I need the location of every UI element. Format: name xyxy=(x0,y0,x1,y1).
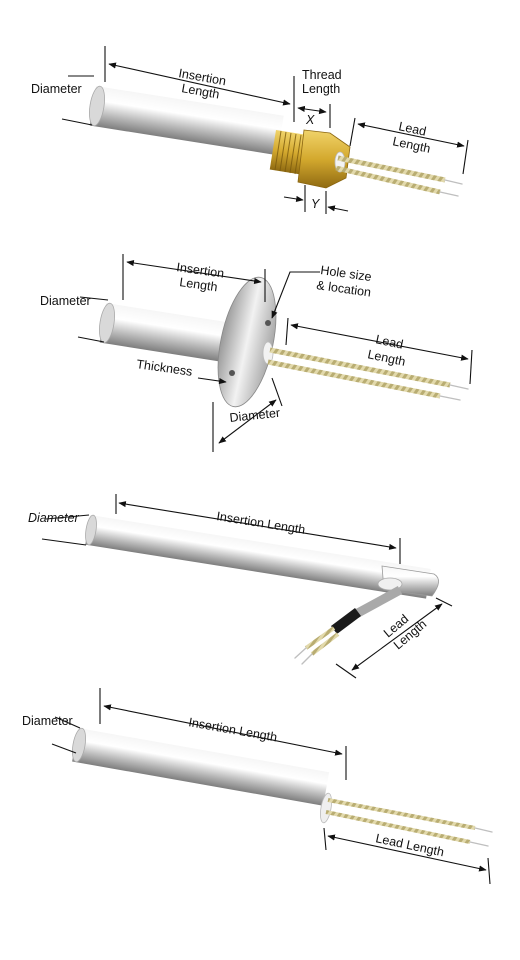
label-flange-diameter: Diameter xyxy=(229,406,281,425)
dimension-y xyxy=(283,185,349,214)
label-diameter: Diameter xyxy=(22,714,73,728)
label-insertion-length: Insertion Length xyxy=(187,715,278,744)
dimension-diameter xyxy=(41,514,90,546)
lead-wires xyxy=(335,155,463,197)
dimension-diameter xyxy=(61,75,94,126)
flange-hole xyxy=(229,370,235,376)
label-thread: Thread xyxy=(302,68,342,82)
dimension-thickness xyxy=(197,377,227,385)
dimension-diameter xyxy=(51,716,81,754)
heater-straight: Diameter Insertion Length Lead Length xyxy=(22,688,493,885)
brass-thread-fitting xyxy=(269,129,351,189)
label-lead: Lead xyxy=(397,119,427,138)
dimension-insertion-length xyxy=(99,688,347,780)
label-insertion-length: Length xyxy=(179,275,219,294)
label-lead: Lead xyxy=(374,332,404,351)
flange-hole xyxy=(265,320,271,326)
heater-right-angle: Diameter Insertion Length Lead Length xyxy=(28,494,453,679)
label-insertion-length: Length xyxy=(180,81,220,101)
dimension-insertion-length xyxy=(104,46,295,122)
label-y: Y xyxy=(311,197,321,211)
heater-flange: Diameter Insertion Length Hole size & lo… xyxy=(40,254,473,452)
label-thickness: Thickness xyxy=(136,357,194,379)
label-diameter: Diameter xyxy=(31,82,82,96)
heater-flange-body xyxy=(99,302,245,365)
label-insertion-length: Insertion Length xyxy=(216,509,307,537)
dimension-lead-length xyxy=(349,117,469,175)
label-thread-length: Length xyxy=(302,82,340,96)
dimension-insertion-length xyxy=(115,494,401,564)
dimension-lead-length xyxy=(335,597,453,679)
heater-threaded: Diameter Insertion Length Thread Length … xyxy=(31,46,469,214)
label-insertion: Insertion xyxy=(176,260,225,281)
dimension-lead-length xyxy=(285,317,473,385)
dimension-lead-length xyxy=(323,827,491,885)
heater-straight-body xyxy=(71,727,332,824)
dimension-hole-location xyxy=(271,271,320,319)
dimension-flange-diameter xyxy=(212,377,283,452)
label-diameter: Diameter xyxy=(28,511,80,525)
label-x: X xyxy=(305,113,315,127)
mounting-flange xyxy=(217,276,277,408)
label-diameter: Diameter xyxy=(40,294,91,308)
dimension-diameter xyxy=(77,296,109,343)
dimension-thread-length xyxy=(297,104,331,128)
dimension-insertion-length xyxy=(122,254,266,302)
